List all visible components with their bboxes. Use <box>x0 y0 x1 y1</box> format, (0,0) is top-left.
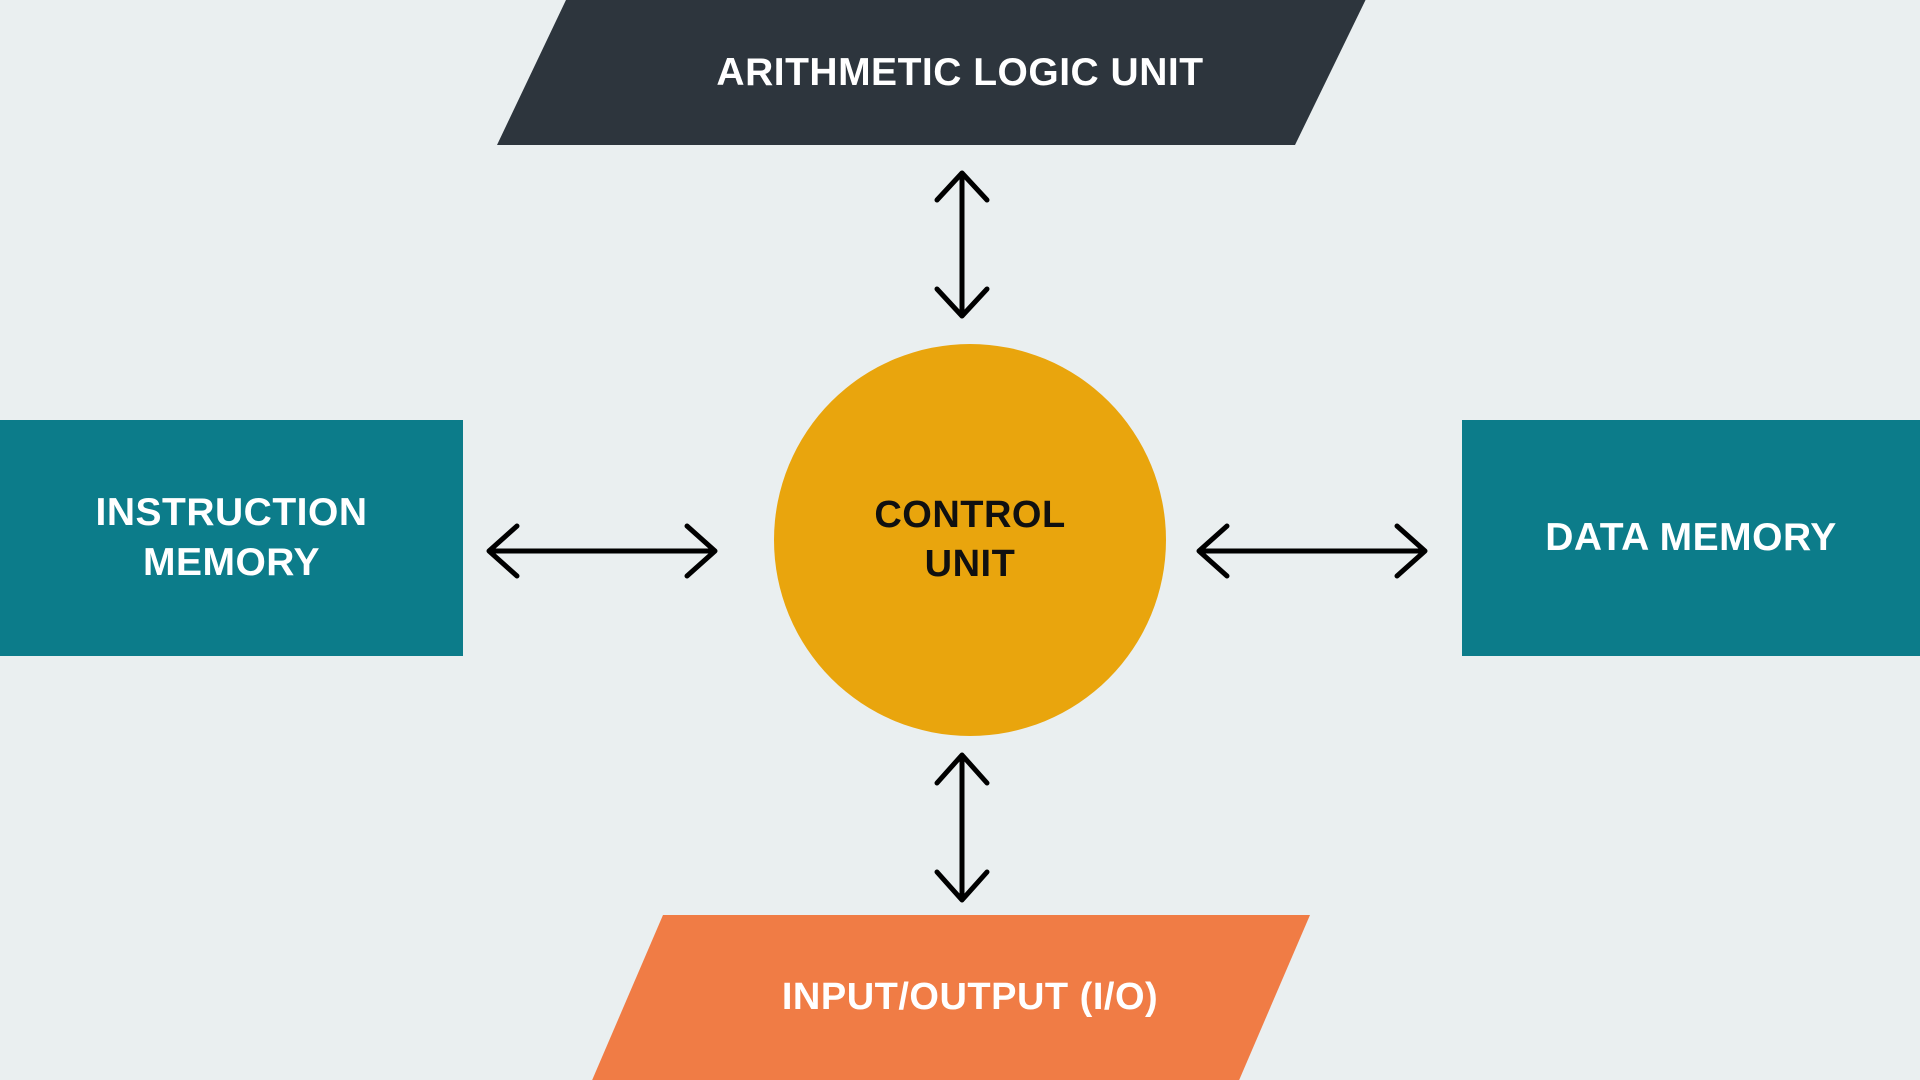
connector-control-unit-data-memory[interactable] <box>1196 523 1428 579</box>
connector-control-unit-io[interactable] <box>934 752 990 903</box>
connector-instruction-memory-control-unit[interactable] <box>486 523 718 579</box>
alu-label: ARITHMETIC LOGIC UNIT <box>716 50 1204 94</box>
data-memory-label: DATA MEMORY <box>1545 516 1837 560</box>
instruction-memory-label: INSTRUCTION MEMORY <box>95 491 368 584</box>
control-unit-label: CONTROL UNIT <box>874 494 1066 585</box>
connector-alu-control-unit[interactable] <box>934 170 990 319</box>
io-label: INPUT/OUTPUT (I/O) <box>781 976 1159 1019</box>
